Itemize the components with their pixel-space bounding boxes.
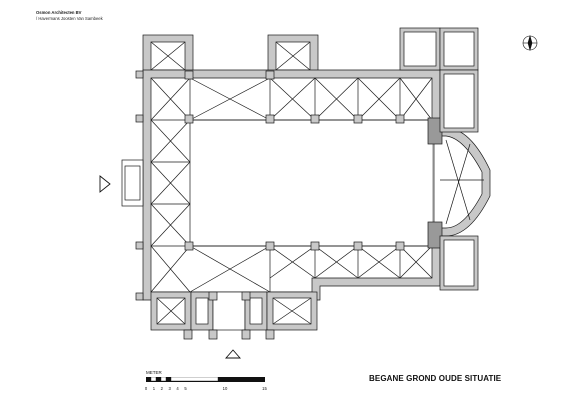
piers	[135, 70, 405, 301]
architect-credit-secondary: / Havermans Joosten Van Sambeek	[36, 16, 103, 21]
north-arrow-icon	[522, 34, 538, 52]
west-aisle-vaults	[150, 77, 191, 293]
east-annex	[399, 27, 479, 291]
west-porch	[121, 159, 144, 207]
scale-tick-label: 5	[184, 386, 187, 391]
scale-tick-label: 4	[176, 386, 179, 391]
north-aisle-vaults	[189, 77, 433, 121]
scale-tick-label: 0	[144, 386, 148, 391]
scale-bar	[146, 377, 265, 382]
scale-tick-label: 3	[168, 386, 171, 391]
scale-tick-label: 15	[262, 386, 267, 391]
scale-tick-label: 10	[222, 386, 228, 391]
triangle-marker-icon	[99, 175, 111, 193]
triangle-marker-icon	[225, 349, 241, 359]
drawing-title: BEGANE GROND OUDE SITUATIE	[369, 374, 502, 383]
architect-credit: Osmon Architecten BV	[36, 10, 82, 15]
nave-inner	[189, 119, 435, 247]
scale-label: METER	[146, 370, 162, 375]
apse	[427, 117, 491, 249]
south-chapels	[150, 291, 318, 340]
south-aisle-vaults	[189, 245, 433, 293]
scale-tick-label: 2	[160, 386, 163, 391]
scale-tick-label: 1	[152, 386, 156, 391]
